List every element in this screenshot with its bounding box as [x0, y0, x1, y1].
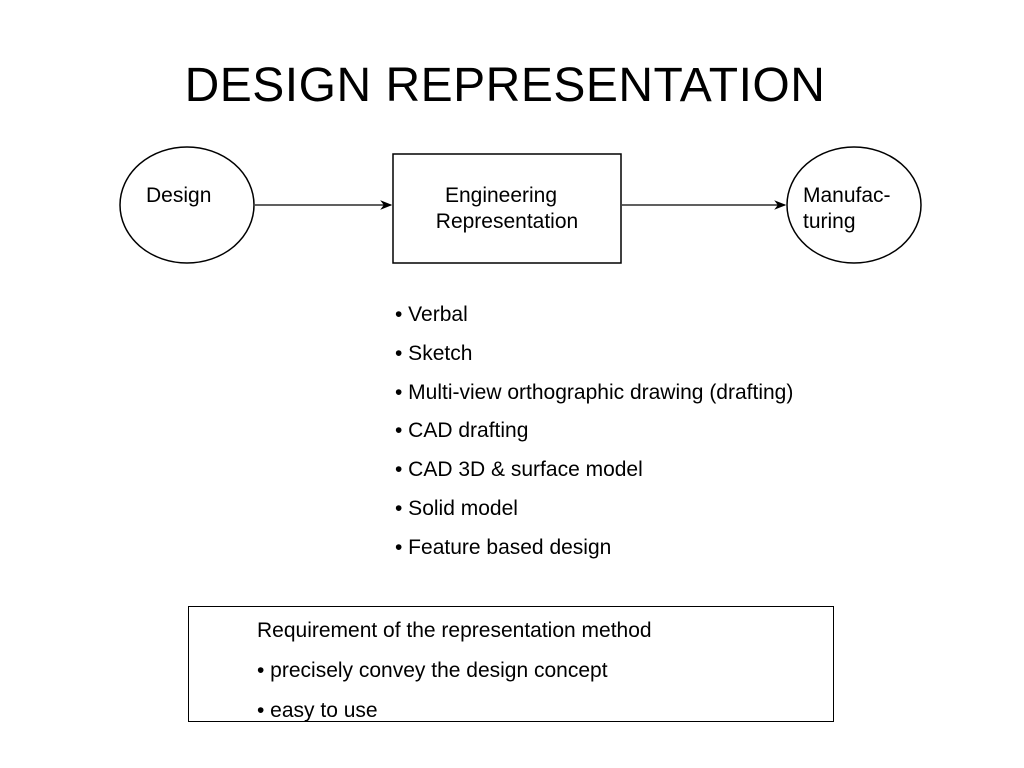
list-item: • Multi-view orthographic drawing (draft…: [395, 380, 794, 404]
list-item: • Sketch: [395, 341, 473, 365]
manufacturing-node-label: Manufac- turing: [803, 183, 891, 235]
representation-list: • Verbal • Sketch • Multi-view orthograp…: [395, 301, 793, 573]
design-node-ellipse: [119, 146, 255, 264]
list-item: • Verbal: [395, 303, 468, 326]
list-item: • CAD 3D & surface model: [395, 458, 643, 482]
requirements-heading: Requirement of the representation method: [257, 619, 652, 642]
slide-title: DESIGN REPRESENTATION: [184, 59, 826, 112]
manufacturing-label-line2: turing: [803, 210, 856, 233]
engineering-label-line2: Representation: [435, 210, 579, 233]
design-node-label: Design: [146, 184, 212, 207]
engineering-node-box: [392, 153, 622, 264]
flow-diagram: [119, 146, 922, 264]
requirements-box: Requirement of the representation method…: [188, 606, 834, 722]
engineering-node-label: Engineering Representation: [393, 183, 621, 235]
manufacturing-node-ellipse: [786, 146, 922, 264]
requirement-item: • precisely convey the design concept: [257, 659, 608, 682]
list-item: • Solid model: [395, 496, 518, 520]
list-item: • CAD drafting: [395, 419, 529, 443]
list-item: • Feature based design: [395, 535, 612, 559]
requirement-item: • easy to use: [257, 699, 378, 722]
manufacturing-label-line1: Manufac-: [803, 184, 891, 207]
engineering-label-line1: Engineering: [444, 184, 558, 207]
